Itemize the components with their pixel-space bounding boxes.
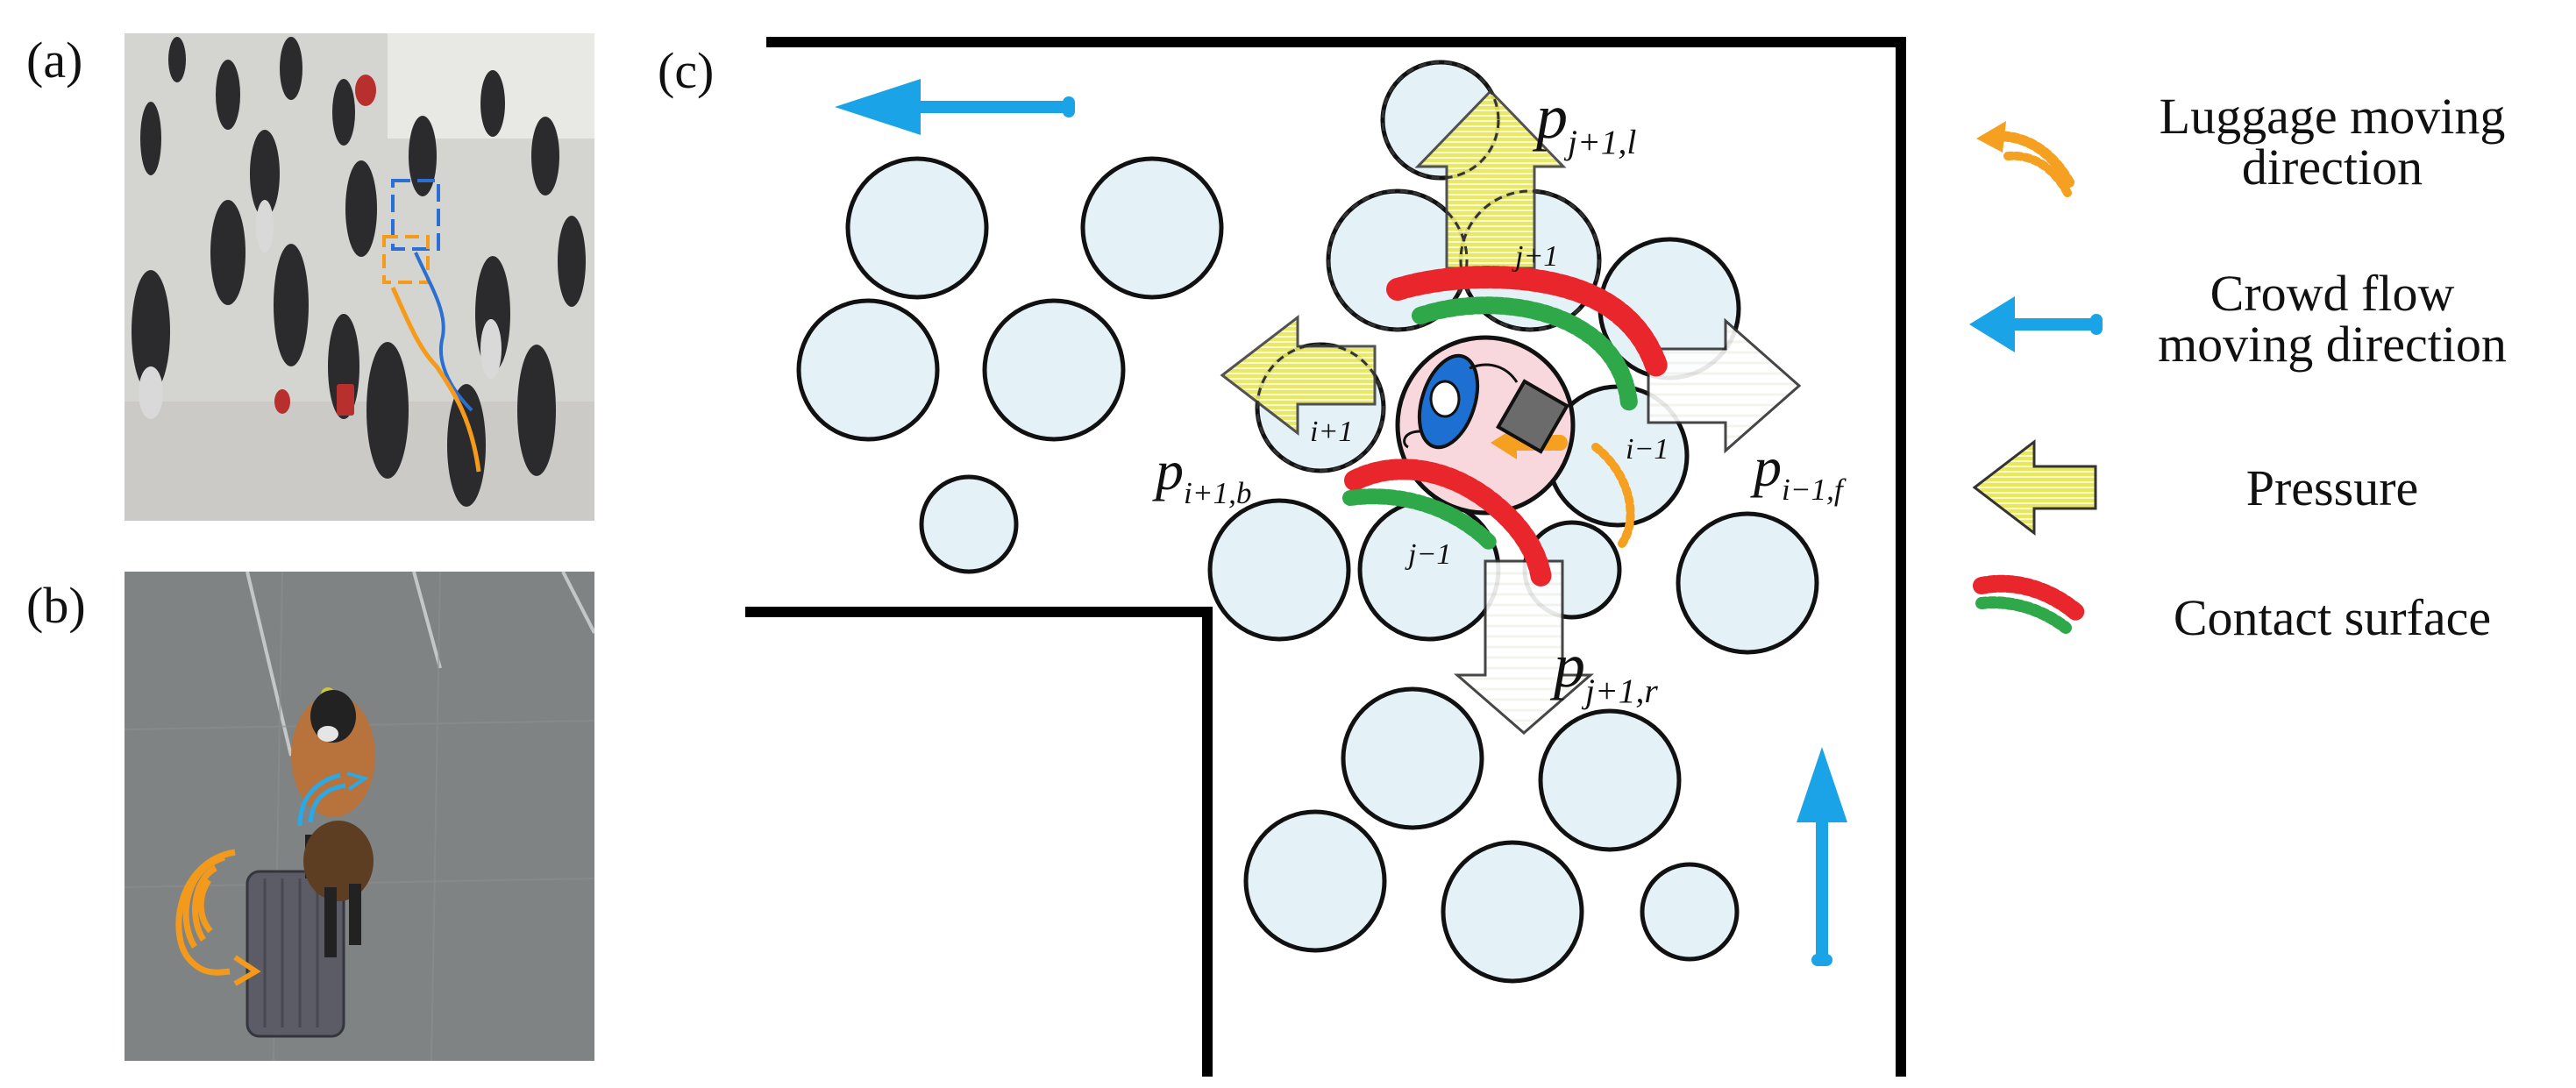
luggage-photo xyxy=(125,572,594,1061)
walls xyxy=(745,37,1906,1077)
wall-inner xyxy=(745,607,1213,1077)
pressure-label-top: pj+1,l xyxy=(1536,82,1637,161)
crowd-photo xyxy=(125,33,594,521)
trajectory-blue xyxy=(414,252,473,412)
legend-luggage-label: Luggage moving direction xyxy=(2159,88,2506,196)
legend-pressure-label: Pressure xyxy=(2245,459,2419,516)
crowd-flow-arrow-up xyxy=(1797,747,1847,963)
tracking-box-orange xyxy=(382,235,430,284)
legend-contact-icon xyxy=(1973,574,2087,634)
pedestrian xyxy=(982,298,1126,442)
pedestrian xyxy=(1243,809,1387,953)
pedestrian xyxy=(1341,686,1484,830)
neighbor-label-bottom: j−1 xyxy=(1408,538,1452,571)
legend-pressure-icon xyxy=(1972,438,2097,537)
neighbor-label-right: i−1 xyxy=(1626,433,1669,466)
pressure-arrow-down xyxy=(1453,559,1595,735)
panel-label-a: (a) xyxy=(26,32,83,89)
crowd-flow-arrow-left xyxy=(835,79,1071,135)
panel-label-c: (c) xyxy=(658,42,715,99)
wall-outer xyxy=(766,37,1906,1077)
pressure-arrow-up xyxy=(1414,89,1567,270)
pedestrian xyxy=(1640,862,1740,962)
legend-luggage-icon xyxy=(1976,121,2074,197)
pedestrian-rotation-arrow xyxy=(297,772,369,827)
pedestrian xyxy=(1538,708,1682,852)
pedestrian xyxy=(1080,156,1224,300)
pressure-label-bottom: pj+1,r xyxy=(1554,630,1658,710)
luggage-rotation-arrow xyxy=(175,849,261,986)
pedestrian xyxy=(845,156,989,300)
pedestrian xyxy=(796,298,940,442)
pedestrian-head-icon xyxy=(1403,353,1519,450)
trajectory-orange xyxy=(390,286,481,473)
pedestrian xyxy=(1441,840,1584,984)
pedestrians xyxy=(796,60,1819,984)
pedestrian xyxy=(1676,511,1819,655)
pressure-arrows xyxy=(1220,89,1802,735)
neighbor-label-left: i+1 xyxy=(1310,416,1354,448)
legend-crowd-icon xyxy=(1969,296,2103,352)
legend-contact-label: Contact surface xyxy=(2173,589,2492,646)
panel-label-b: (b) xyxy=(26,577,86,634)
pressure-arrow-right xyxy=(1647,317,1802,454)
tracking-box-blue xyxy=(391,179,440,251)
luggage-box xyxy=(1496,379,1569,454)
neighbor-label-top: j+1 xyxy=(1515,240,1559,273)
pedestrian xyxy=(1207,498,1351,642)
contact-surface-top xyxy=(1386,266,1669,380)
contact-surface-left xyxy=(1344,459,1552,589)
contact-surfaces xyxy=(1342,266,1669,589)
suitcase xyxy=(246,870,345,1038)
pedestrian xyxy=(919,474,1019,574)
crowd-flow-arrows xyxy=(835,79,1847,963)
legend-crowd-label: Crowd flow moving direction xyxy=(2158,265,2507,373)
pressure-arrow-left xyxy=(1220,314,1377,437)
pressure-label-right: pi−1,f xyxy=(1754,436,1843,507)
crowd-people xyxy=(132,37,586,507)
pressure-label-left: pi+1,b xyxy=(1156,439,1252,510)
